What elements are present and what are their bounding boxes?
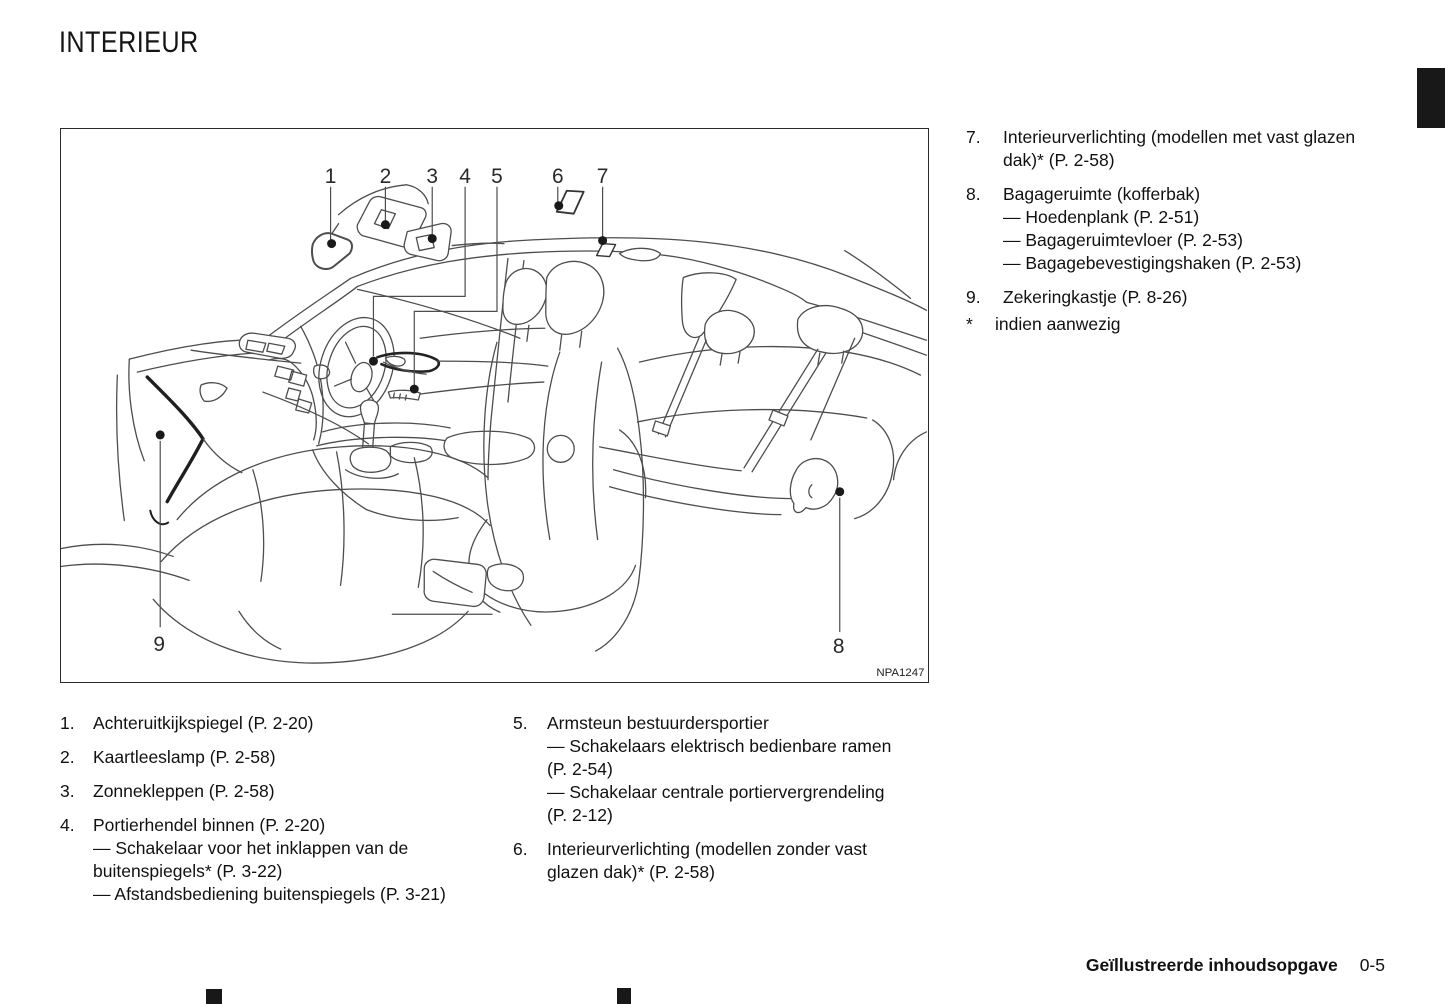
legend-item-number: 2. bbox=[60, 747, 75, 767]
callout-label-7: 7 bbox=[597, 165, 609, 188]
legend-item-line: — Schakelaar voor het inklappen van de bbox=[93, 838, 409, 858]
legend-item-9: 9. Zekeringkastje (P. 8-26) bbox=[966, 286, 1396, 309]
page-footer: Geïllustreerde inhoudsopgave 0-5 bbox=[0, 955, 1385, 976]
page-title: INTERIEUR bbox=[59, 26, 199, 59]
legend-item-number: 7. bbox=[966, 127, 981, 147]
legend-item-line: Interieurverlichting (modellen met vast … bbox=[1003, 127, 1356, 147]
legend-item-2: 2. Kaartleeslamp (P. 2-58) bbox=[60, 746, 500, 769]
legend-item-number: 4. bbox=[60, 815, 75, 835]
interior-diagram-figure: 1 2 3 4 5 6 7 8 9 NPA1247 bbox=[60, 128, 929, 683]
legend-item-number: 9. bbox=[966, 287, 981, 307]
callout-label-2: 2 bbox=[380, 165, 392, 188]
callout-markers bbox=[155, 201, 845, 497]
legend-item-line: — Bagageruimtevloer (P. 2-53) bbox=[1003, 230, 1243, 250]
legend-item-line: — Afstandsbediening buitenspiegels (P. 3… bbox=[93, 884, 446, 904]
legend-item-number: 3. bbox=[60, 781, 75, 801]
footnote-text: indien aanwezig bbox=[995, 314, 1121, 334]
legend-item-line: — Schakelaar centrale portiervergrendeli… bbox=[547, 782, 885, 802]
legend-item-line: Zekeringkastje (P. 8-26) bbox=[1003, 287, 1188, 307]
legend-item-line: buitenspiegels* (P. 3-22) bbox=[93, 861, 283, 881]
legend-item-number: 8. bbox=[966, 184, 981, 204]
footer-section-title: Geïllustreerde inhoudsopgave bbox=[1085, 955, 1338, 975]
legend-column-middle: 5. Armsteun bestuurdersportier — Schakel… bbox=[513, 712, 953, 895]
legend-item-3: 3. Zonnekleppen (P. 2-58) bbox=[60, 780, 500, 803]
legend-item-line: — Schakelaars elektrisch bedienbare rame… bbox=[547, 736, 892, 756]
legend-item-line: Kaartleeslamp (P. 2-58) bbox=[93, 747, 276, 767]
callout-leader-lines bbox=[159, 186, 841, 633]
legend-column-right: 7. Interieurverlichting (modellen met va… bbox=[966, 126, 1396, 347]
legend-item-line: — Bagagebevestigingshaken (P. 2-53) bbox=[1003, 253, 1302, 273]
legend-item-line: Interieurverlichting (modellen zonder va… bbox=[547, 839, 868, 859]
interior-light-icon-7 bbox=[595, 242, 617, 258]
callout-label-6: 6 bbox=[552, 165, 564, 188]
figure-code: NPA1247 bbox=[876, 667, 924, 679]
chapter-tab-marker bbox=[1417, 68, 1445, 128]
legend-item-8: 8. Bagageruimte (kofferbak) — Hoedenplan… bbox=[966, 183, 1396, 275]
binding-mark bbox=[617, 988, 631, 1004]
footer-page-number: 0-5 bbox=[1359, 955, 1385, 975]
legend-column-left: 1. Achteruitkijkspiegel (P. 2-20) 2. Kaa… bbox=[60, 712, 500, 917]
legend-item-line: Armsteun bestuurdersportier bbox=[547, 713, 769, 733]
legend-item-line: Zonnekleppen (P. 2-58) bbox=[93, 781, 275, 801]
car-interior-line-art bbox=[61, 184, 928, 664]
legend-item-line: glazen dak)* (P. 2-58) bbox=[547, 862, 715, 882]
legend-item-5: 5. Armsteun bestuurdersportier — Schakel… bbox=[513, 712, 953, 827]
car-interior-illustration: 1 2 3 4 5 6 7 8 9 NPA1247 bbox=[61, 165, 928, 679]
legend-item-line: Achteruitkijkspiegel (P. 2-20) bbox=[93, 713, 314, 733]
legend-item-4: 4. Portierhendel binnen (P. 2-20) — Scha… bbox=[60, 814, 500, 906]
legend-footnote: * indien aanwezig bbox=[966, 313, 1396, 336]
footnote-asterisk: * bbox=[966, 314, 973, 334]
callout-labels: 1 2 3 4 5 6 7 8 9 bbox=[153, 165, 844, 658]
callout-label-3: 3 bbox=[426, 165, 438, 188]
callout-label-1: 1 bbox=[325, 165, 337, 188]
legend-item-number: 6. bbox=[513, 839, 528, 859]
legend-item-line: (P. 2-12) bbox=[547, 805, 613, 825]
legend-item-7: 7. Interieurverlichting (modellen met va… bbox=[966, 126, 1396, 172]
interior-light-icon-6 bbox=[555, 189, 585, 215]
legend-item-number: 5. bbox=[513, 713, 528, 733]
legend-item-line: dak)* (P. 2-58) bbox=[1003, 150, 1115, 170]
legend-item-6: 6. Interieurverlichting (modellen zonder… bbox=[513, 838, 953, 884]
binding-mark bbox=[206, 989, 222, 1004]
legend-item-line: Bagageruimte (kofferbak) bbox=[1003, 184, 1201, 204]
callout-label-5: 5 bbox=[491, 165, 503, 188]
callout-label-4: 4 bbox=[459, 165, 471, 188]
legend-item-line: Portierhendel binnen (P. 2-20) bbox=[93, 815, 326, 835]
callout-label-8: 8 bbox=[833, 635, 845, 658]
callout-label-9: 9 bbox=[153, 633, 165, 656]
legend-item-1: 1. Achteruitkijkspiegel (P. 2-20) bbox=[60, 712, 500, 735]
interior-light-icons bbox=[555, 189, 617, 258]
legend-item-line: — Hoedenplank (P. 2-51) bbox=[1003, 207, 1200, 227]
legend-item-number: 1. bbox=[60, 713, 75, 733]
legend-item-line: (P. 2-54) bbox=[547, 759, 613, 779]
